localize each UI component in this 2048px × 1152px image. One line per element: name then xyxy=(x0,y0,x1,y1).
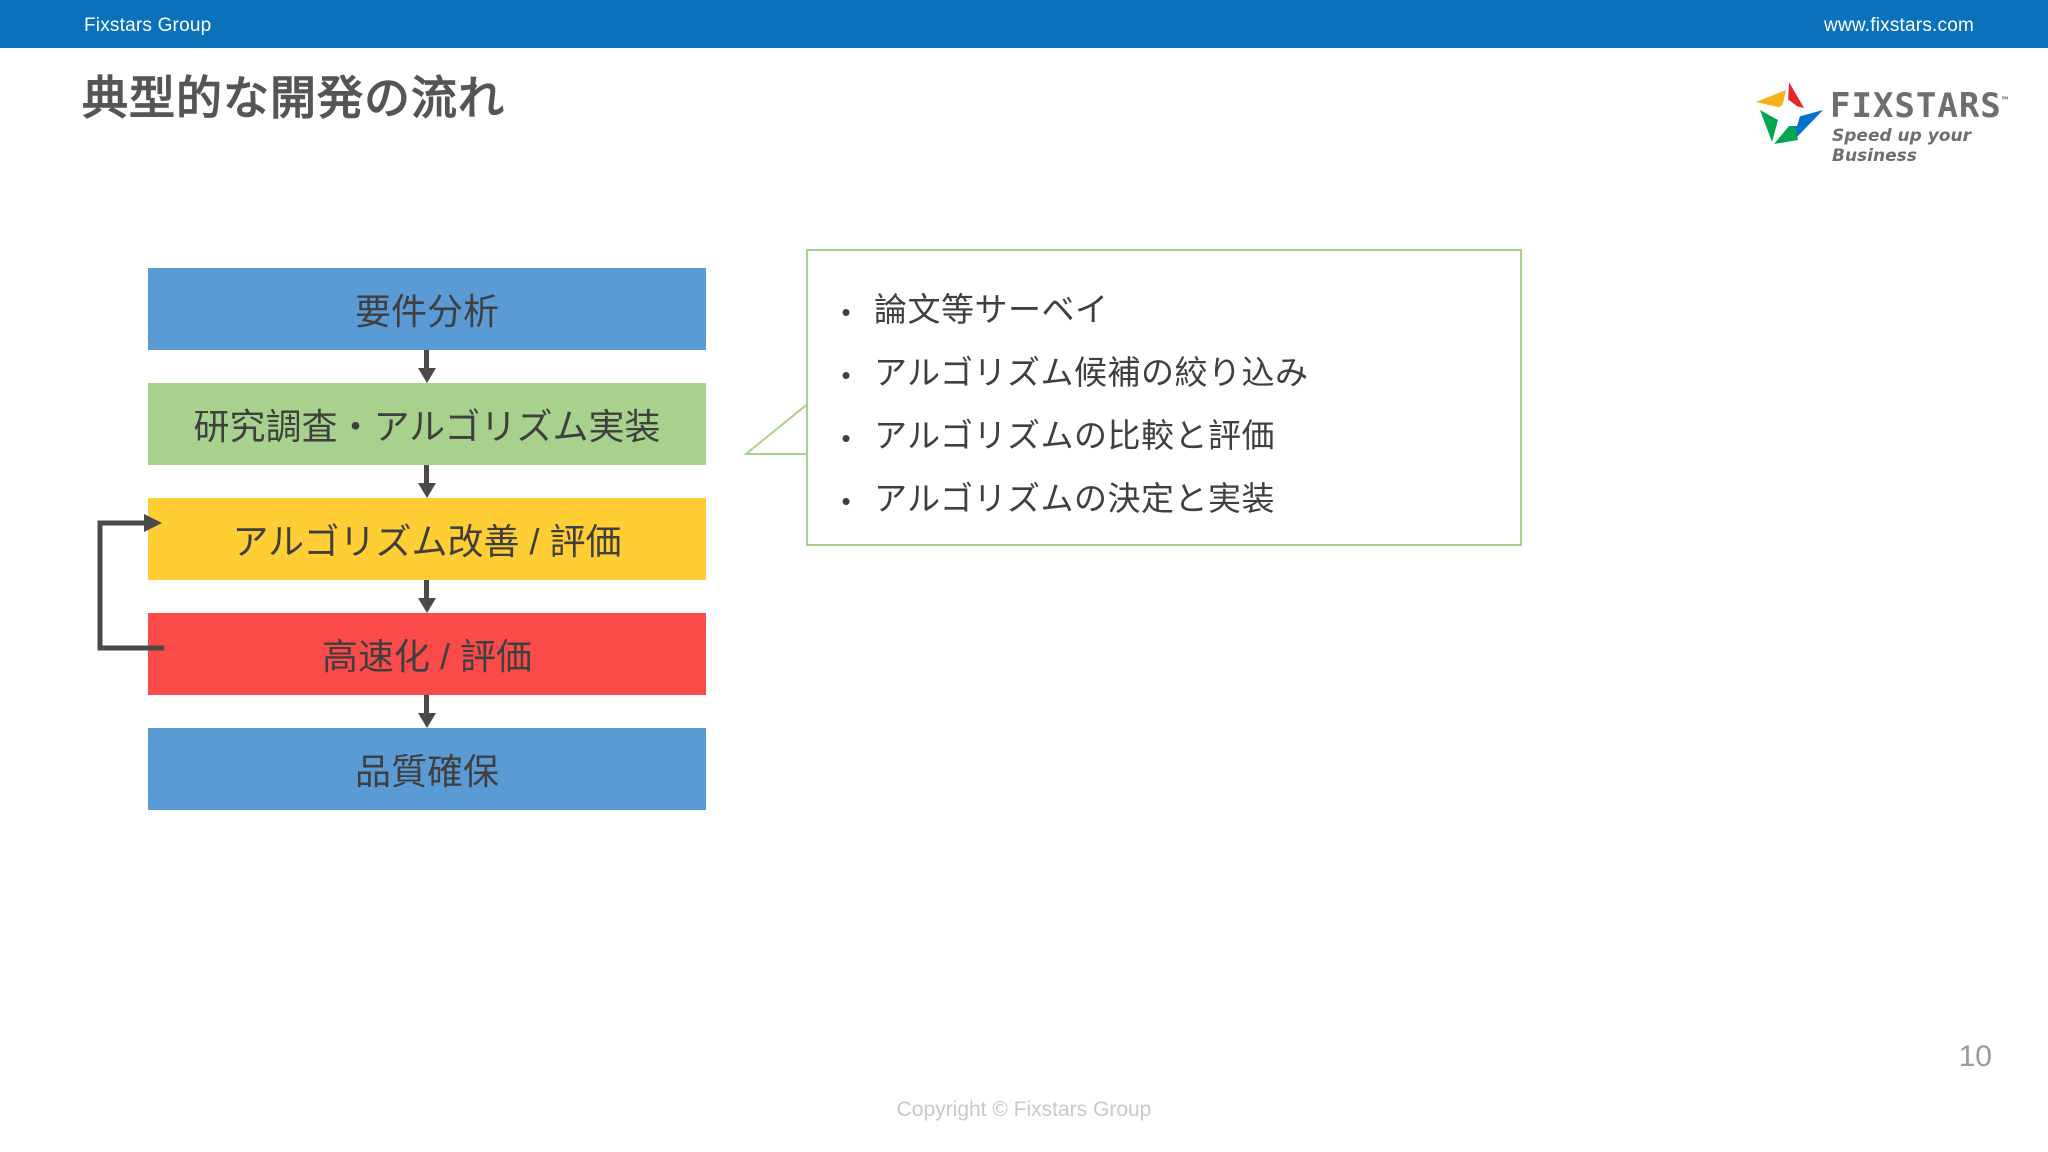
list-item: • アルゴリズムの比較と評価 xyxy=(808,409,1520,472)
page-title: 典型的な開発の流れ xyxy=(82,72,505,124)
flow-arrow-down-4 xyxy=(418,695,436,728)
fixstars-logo: FIXSTARS™ Speed up your Business xyxy=(1752,78,2008,166)
bullet-label: アルゴリズムの決定と実装 xyxy=(874,480,1276,517)
list-item: • アルゴリズム候補の絞り込み xyxy=(808,346,1520,409)
header-brand-label: Fixstars Group xyxy=(84,15,212,36)
flow-step-algorithm-improvement-evaluation: アルゴリズム改善 / 評価 xyxy=(148,498,706,580)
logo-tagline: Speed up your Business xyxy=(1832,126,1971,166)
bullet-icon: • xyxy=(841,423,851,453)
flow-step-label: 高速化 / 評価 xyxy=(321,636,532,677)
list-item: • 論文等サーベイ xyxy=(808,283,1520,346)
bullet-icon: • xyxy=(841,360,851,390)
bullet-icon: • xyxy=(841,297,851,327)
flow-step-research-algorithm-implementation: 研究調査・アルゴリズム実装 xyxy=(148,383,706,465)
flow-step-quality-assurance: 品質確保 xyxy=(148,728,706,810)
copyright-notice: Copyright © Fixstars Group xyxy=(896,1098,1152,1121)
logo-wordmark: FIXSTARS™ xyxy=(1830,86,2009,126)
development-flow-diagram: 要件分析 研究調査・アルゴリズム実装 アルゴリズム改善 / 評価 高速化 / 評… xyxy=(148,268,706,810)
logo-wordmark-text: FIXSTARS xyxy=(1830,86,2002,126)
flow-step-label: アルゴリズム改善 / 評価 xyxy=(232,521,622,562)
flow-step-label: 品質確保 xyxy=(354,751,499,792)
flow-arrow-down-3 xyxy=(418,580,436,613)
flow-step-label: 要件分析 xyxy=(354,291,499,332)
bullet-label: アルゴリズム候補の絞り込み xyxy=(874,354,1309,391)
bullet-label: 論文等サーベイ xyxy=(874,291,1109,328)
flow-step-requirements-analysis: 要件分析 xyxy=(148,268,706,350)
header-website-url: www.fixstars.com xyxy=(1824,15,1974,36)
flow-arrow-down-2 xyxy=(418,465,436,498)
list-item: • アルゴリズムの決定と実装 xyxy=(808,472,1520,535)
flow-step-speedup-evaluation: 高速化 / 評価 xyxy=(148,613,706,695)
callout-tail-icon xyxy=(708,400,812,456)
logo-trademark: ™ xyxy=(2001,94,2010,108)
star-icon xyxy=(1756,82,1823,144)
bullet-label: アルゴリズムの比較と評価 xyxy=(874,417,1276,454)
bullet-icon: • xyxy=(841,486,851,516)
callout-box: • 論文等サーベイ • アルゴリズム候補の絞り込み • アルゴリズムの比較と評価… xyxy=(806,249,1522,546)
flow-step-label: 研究調査・アルゴリズム実装 xyxy=(193,406,661,447)
callout-bullet-list: • 論文等サーベイ • アルゴリズム候補の絞り込み • アルゴリズムの比較と評価… xyxy=(808,251,1520,535)
flow-arrow-down-1 xyxy=(418,350,436,383)
header-bar xyxy=(0,0,2048,48)
page-number: 10 xyxy=(1958,1040,1992,1073)
